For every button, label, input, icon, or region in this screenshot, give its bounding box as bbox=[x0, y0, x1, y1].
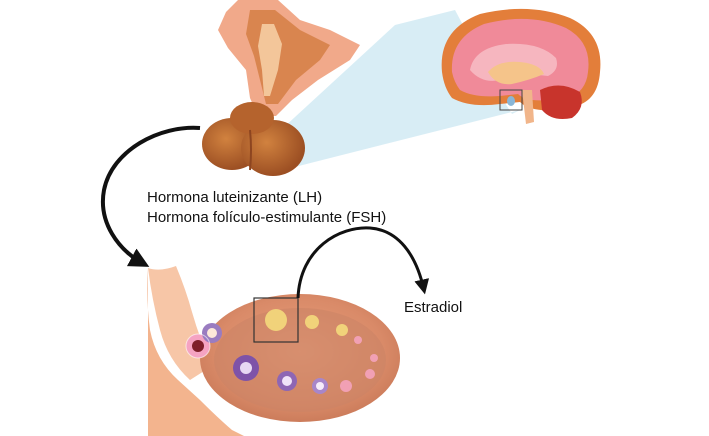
arrow-ovary-to-estradiol bbox=[296, 226, 430, 299]
ovary-icon bbox=[147, 266, 400, 436]
arrow-pituitary-to-ovary bbox=[100, 125, 201, 267]
label-lh: Hormona luteinizante (LH) bbox=[147, 189, 323, 206]
pituitary-gland-icon bbox=[202, 0, 360, 176]
brain-icon bbox=[441, 8, 601, 124]
label-fsh: Hormona folículo-estimulante (FSH) bbox=[147, 209, 387, 226]
label-estradiol: Estradiol bbox=[404, 299, 463, 316]
